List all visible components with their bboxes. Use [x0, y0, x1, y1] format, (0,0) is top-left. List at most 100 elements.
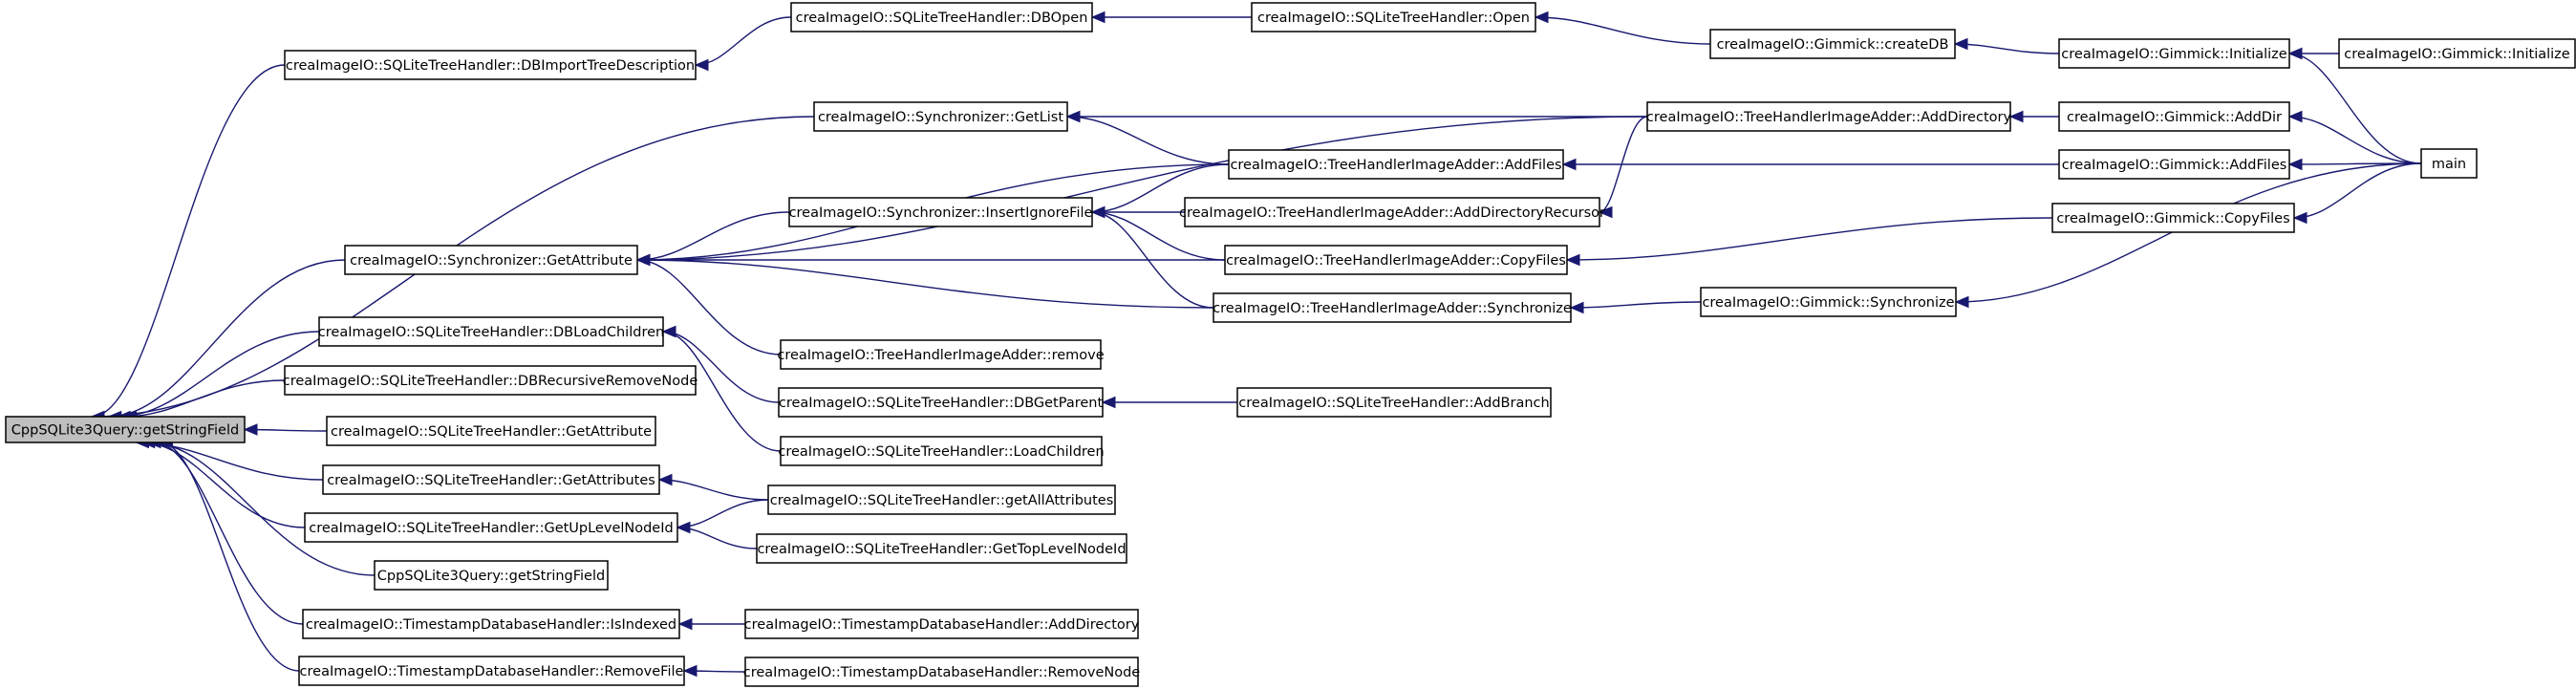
edge-th-add-dir-to-add-dir-rec [1599, 116, 1648, 213]
edge-sync-get-attr-to-root [108, 259, 346, 418]
edge-db-import-to-root [91, 64, 286, 418]
edge-main-to-g-copy-files [2293, 162, 2422, 219]
arrowhead [1534, 11, 1549, 24]
node-box [5, 416, 246, 443]
edge-db-rec-rem-to-root [123, 379, 286, 418]
node-main[interactable]: main [2420, 148, 2478, 179]
arrowhead [1090, 205, 1106, 219]
node-label: creaImageIO::SQLiteTreeHandler::GetUpLev… [309, 521, 673, 536]
arrowhead [1598, 205, 1613, 219]
arrowhead [1090, 11, 1106, 24]
node-th-remove[interactable]: creaImageIO::TreeHandlerImageAdder::remo… [777, 339, 1105, 370]
edge-g-copy-files-to-th-copy-files [1566, 217, 2053, 261]
node-label: creaImageIO::TreeHandlerImageAdder::AddD… [1646, 110, 2012, 125]
node-add-dir-rec[interactable]: creaImageIO::TreeHandlerImageAdder::AddD… [1179, 197, 1605, 227]
arrowhead [635, 253, 651, 267]
node-sync-get-attr[interactable]: creaImageIO::Synchronizer::GetAttribute [344, 245, 638, 275]
node-th-sync[interactable]: creaImageIO::TreeHandlerImageAdder::Sync… [1213, 292, 1572, 323]
node-label: creaImageIO::Gimmick::AddFiles [2062, 158, 2287, 173]
node-th-copy-files[interactable]: creaImageIO::TreeHandlerImageAdder::Copy… [1224, 245, 1568, 275]
arrowhead [2287, 158, 2303, 171]
node-load-ch[interactable]: creaImageIO::SQLiteTreeHandler::LoadChil… [778, 436, 1105, 466]
node-th-add-files[interactable]: creaImageIO::TreeHandlerImageAdder::AddF… [1228, 149, 1564, 180]
node-ts-remove-file[interactable]: creaImageIO::TimestampDatabaseHandler::R… [298, 656, 685, 686]
node-g-sync[interactable]: creaImageIO::Gimmick::Synchronize [1700, 287, 1957, 317]
node-box [2058, 101, 2290, 132]
node-sql-get-attr[interactable]: creaImageIO::SQLiteTreeHandler::GetAttri… [326, 416, 656, 446]
node-label: creaImageIO::SQLiteTreeHandler::DBImport… [286, 58, 695, 74]
edge-main-to-g-init [2288, 53, 2422, 164]
node-db-get-parent[interactable]: creaImageIO::SQLiteTreeHandler::DBGetPar… [778, 387, 1104, 418]
node-label: creaImageIO::SQLiteTreeHandler::getAllAt… [770, 493, 1114, 508]
node-label: creaImageIO::Synchronizer::GetAttribute [350, 253, 633, 269]
node-get-up-level[interactable]: creaImageIO::SQLiteTreeHandler::GetUpLev… [304, 512, 678, 543]
node-g-copy-files[interactable]: creaImageIO::Gimmick::CopyFiles [2051, 203, 2295, 233]
node-g-init[interactable]: creaImageIO::Gimmick::Initialize [2058, 38, 2290, 69]
node-box [1213, 292, 1572, 323]
node-add-branch[interactable]: creaImageIO::SQLiteTreeHandler::AddBranc… [1236, 387, 1552, 418]
node-label: creaImageIO::Synchronizer::GetList [818, 110, 1063, 125]
node-insert-ign[interactable]: creaImageIO::Synchronizer::InsertIgnoreF… [788, 197, 1093, 227]
node-cpp-get-str2[interactable]: CppSQLite3Query::getStringField [374, 560, 609, 591]
node-root[interactable]: CppSQLite3Query::getStringField [5, 416, 246, 443]
arrowhead [2287, 47, 2303, 60]
arrowhead [1954, 295, 1969, 309]
node-box [744, 657, 1139, 687]
edge-get-all-attrs-to-get-up-level [676, 499, 769, 528]
node-create-d-b[interactable]: creaImageIO::Gimmick::createDB [1709, 29, 1956, 59]
edge-ts-remove-file-to-root [160, 441, 300, 672]
node-label: creaImageIO::TreeHandlerImageAdder::Sync… [1213, 301, 1572, 316]
node-open[interactable]: creaImageIO::SQLiteTreeHandler::Open [1251, 2, 1536, 32]
edge-db-get-parent-to-db-load-ch [662, 331, 780, 403]
node-g-add-files[interactable]: creaImageIO::Gimmick::AddFiles [2058, 149, 2290, 180]
node-db-open[interactable]: creaImageIO::SQLiteTreeHandler::DBOpen [790, 2, 1093, 32]
arrowhead [1065, 110, 1081, 123]
node-ts-is-indexed[interactable]: creaImageIO::TimestampDatabaseHandler::I… [302, 609, 680, 639]
node-get-list[interactable]: creaImageIO::Synchronizer::GetList [813, 101, 1068, 132]
node-box [284, 50, 697, 80]
node-db-load-ch[interactable]: creaImageIO::SQLiteTreeHandler::DBLoadCh… [318, 316, 664, 347]
node-label: creaImageIO::SQLiteTreeHandler::AddBranc… [1238, 396, 1549, 411]
node-ts-add-dir[interactable]: creaImageIO::TimestampDatabaseHandler::A… [744, 609, 1140, 639]
node-label: creaImageIO::Gimmick::CopyFiles [2056, 211, 2289, 226]
node-db-rec-rem[interactable]: creaImageIO::SQLiteTreeHandler::DBRecurs… [283, 365, 698, 396]
node-get-all-attrs[interactable]: creaImageIO::SQLiteTreeHandler::getAllAt… [767, 484, 1116, 515]
node-box [780, 339, 1102, 370]
node-box [284, 365, 697, 396]
node-g-add-dir[interactable]: creaImageIO::Gimmick::AddDir [2058, 101, 2290, 132]
edge-get-up-level-to-root [141, 441, 306, 528]
arrowhead [1953, 37, 1968, 51]
edge-th-remove-to-sync-get-attr [636, 259, 782, 355]
node-label: main [2432, 157, 2466, 172]
node-label: creaImageIO::Gimmick::Synchronize [1702, 295, 1954, 311]
node-box [744, 609, 1139, 639]
node-g-init2[interactable]: creaImageIO::Gimmick::Initialize [2338, 38, 2576, 69]
arrowhead [1101, 396, 1116, 409]
node-label: creaImageIO::TimestampDatabaseHandler::I… [306, 617, 676, 633]
node-label: creaImageIO::TreeHandlerImageAdder::AddD… [1179, 205, 1605, 221]
edge-insert-ign-to-sync-get-attr [636, 211, 790, 261]
edge-load-ch-to-db-load-ch [662, 331, 782, 452]
node-th-add-dir[interactable]: creaImageIO::TreeHandlerImageAdder::AddD… [1646, 101, 2012, 132]
arrowhead [682, 664, 698, 678]
node-box [1236, 387, 1552, 418]
node-box [1700, 287, 1957, 317]
node-box [326, 416, 656, 446]
arrowhead [243, 423, 258, 436]
node-get-top-level[interactable]: creaImageIO::SQLiteTreeHandler::GetTopLe… [756, 533, 1127, 564]
node-box [374, 560, 609, 591]
node-db-import[interactable]: creaImageIO::SQLiteTreeHandler::DBImport… [284, 50, 697, 80]
node-box [813, 101, 1068, 132]
node-label: creaImageIO::SQLiteTreeHandler::GetAttri… [327, 473, 655, 488]
node-label: creaImageIO::TreeHandlerImageAdder::AddF… [1230, 158, 1561, 173]
edge-ts-is-indexed-to-root [154, 441, 304, 625]
node-sql-get-attrs[interactable]: creaImageIO::SQLiteTreeHandler::GetAttri… [322, 464, 660, 495]
arrowhead [1569, 301, 1584, 314]
node-label: creaImageIO::Synchronizer::InsertIgnoreF… [789, 205, 1093, 221]
edge-create-d-b-to-open [1535, 16, 1711, 45]
node-box [1224, 245, 1568, 275]
node-ts-remove-node[interactable]: creaImageIO::TimestampDatabaseHandler::R… [743, 657, 1141, 687]
node-box [298, 656, 685, 686]
node-box [2420, 148, 2478, 179]
